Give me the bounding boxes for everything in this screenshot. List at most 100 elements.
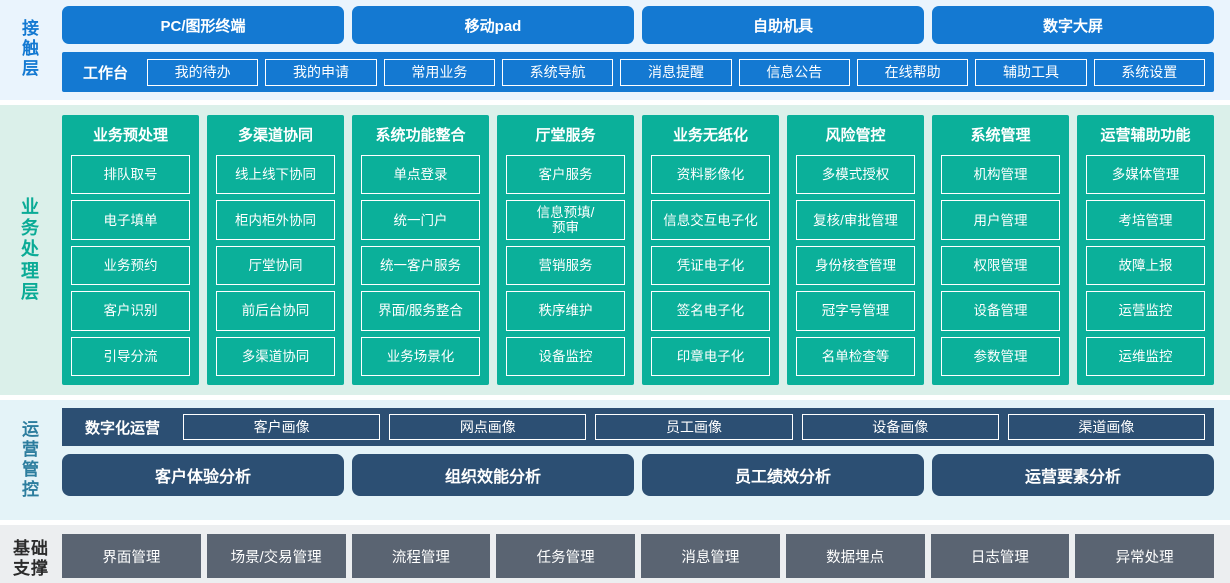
portrait-chips: 客户画像网点画像员工画像设备画像渠道画像 [183, 414, 1206, 440]
foundation-layer-label-char-1: 支撑 [13, 559, 49, 578]
business-item[interactable]: 信息预填/ 预审 [506, 200, 625, 240]
operations-layer-label-char-2: 管 [22, 460, 40, 479]
workbench-item[interactable]: 我的待办 [147, 58, 259, 86]
business-item[interactable]: 设备管理 [941, 291, 1060, 331]
workbench-title: 工作台 [83, 64, 129, 82]
business-item[interactable]: 业务场景化 [361, 336, 480, 377]
portrait-chip[interactable]: 员工画像 [595, 414, 793, 440]
analytics-card[interactable]: 组织效能分析 [352, 454, 634, 496]
business-item[interactable]: 信息交互电子化 [651, 200, 770, 240]
business-item[interactable]: 秩序维护 [506, 291, 625, 331]
business-item[interactable]: 资料影像化 [651, 155, 770, 195]
business-item[interactable]: 权限管理 [941, 245, 1060, 286]
workbench-item[interactable]: 我的申请 [265, 58, 377, 86]
business-item[interactable]: 凭证电子化 [651, 245, 770, 286]
business-item[interactable]: 签名电子化 [651, 291, 770, 331]
business-item[interactable]: 单点登录 [361, 155, 480, 195]
foundation-item[interactable]: 任务管理 [496, 534, 635, 578]
business-item[interactable]: 印章电子化 [651, 336, 770, 377]
business-item[interactable]: 冠字号管理 [796, 291, 915, 331]
business-layer: 业务处理层 业务预处理排队取号电子填单业务预约客户识别引导分流多渠道协同线上线下… [0, 105, 1230, 395]
business-layer-label-char-4: 层 [21, 281, 41, 302]
business-item[interactable]: 运营监控 [1086, 291, 1205, 331]
business-item[interactable]: 机构管理 [941, 155, 1060, 195]
portrait-chip[interactable]: 客户画像 [183, 414, 381, 440]
business-layer-label-char-3: 理 [21, 260, 41, 281]
operations-layer-label-char-1: 营 [22, 439, 40, 459]
business-column: 业务无纸化资料影像化信息交互电子化凭证电子化签名电子化印章电子化 [642, 115, 779, 385]
operations-layer: 运营管控 数字化运营 客户画像网点画像员工画像设备画像渠道画像 客户体验分析组织… [0, 400, 1230, 520]
workbench-item[interactable]: 在线帮助 [856, 58, 969, 86]
business-layer-label-char-2: 处 [21, 239, 41, 260]
foundation-item[interactable]: 消息管理 [641, 534, 780, 578]
business-item[interactable]: 名单检查等 [796, 336, 915, 377]
business-column: 运营辅助功能多媒体管理考培管理故障上报运营监控运维监控 [1077, 115, 1214, 385]
business-item[interactable]: 前后台协同 [216, 291, 335, 331]
business-item[interactable]: 统一门户 [361, 200, 480, 240]
business-item[interactable]: 多渠道协同 [216, 336, 335, 377]
business-item[interactable]: 客户服务 [506, 155, 625, 195]
business-columns: 业务预处理排队取号电子填单业务预约客户识别引导分流多渠道协同 线上线下协同柜内柜外… [62, 115, 1230, 385]
operations-layer-label-char-0: 运 [22, 419, 40, 439]
foundation-layer-body: 界面管理场景/交易管理流程管理任务管理消息管理数据埋点日志管理异常处理 [62, 534, 1230, 583]
business-item[interactable]: 营销服务 [506, 245, 625, 286]
business-item[interactable]: 多媒体管理 [1086, 155, 1205, 195]
business-item[interactable]: 柜内柜外协同 [216, 200, 335, 240]
business-item[interactable]: 考培管理 [1086, 200, 1205, 240]
foundation-layer-label: 基础支撑 [0, 534, 62, 583]
business-item[interactable]: 多模式授权 [796, 155, 915, 195]
contact-layer-label-char-0: 接 [22, 18, 40, 38]
portrait-chip[interactable]: 设备画像 [801, 414, 999, 440]
business-item[interactable]: 客户识别 [71, 291, 190, 331]
business-item[interactable]: 引导分流 [71, 336, 190, 377]
business-item[interactable]: 复核/审批管理 [796, 200, 915, 240]
foundation-item[interactable]: 数据埋点 [785, 534, 925, 578]
analytics-card[interactable]: 客户体验分析 [62, 454, 344, 496]
business-column: 厅堂服务客户服务信息预填/ 预审营销服务秩序维护设备监控 [497, 115, 634, 385]
business-item[interactable]: 设备监控 [506, 336, 625, 377]
band-divider-1 [0, 100, 1230, 105]
channel-card[interactable]: 自助机具 [642, 6, 924, 44]
portrait-chip[interactable]: 网点画像 [389, 414, 587, 440]
channel-card[interactable]: PC/图形终端 [62, 6, 344, 44]
business-item[interactable]: 电子填单 [71, 200, 190, 240]
business-item[interactable]: 业务预约 [71, 245, 190, 286]
workbench-item[interactable]: 消息提醒 [620, 58, 732, 86]
business-column-title: 系统管理 [970, 127, 1031, 144]
foundation-item[interactable]: 场景/交易管理 [206, 534, 346, 578]
workbench-item[interactable]: 信息公告 [738, 58, 850, 86]
band-divider-3 [0, 520, 1230, 525]
workbench-item[interactable]: 系统设置 [1093, 58, 1205, 86]
business-item[interactable]: 统一客户服务 [361, 245, 480, 286]
workbench-item[interactable]: 常用业务 [383, 58, 495, 86]
foundation-item[interactable]: 异常处理 [1075, 534, 1214, 578]
business-item[interactable]: 用户管理 [941, 200, 1060, 240]
business-column-title: 风险管控 [825, 127, 886, 144]
business-item[interactable]: 身份核查管理 [796, 245, 915, 286]
channel-card[interactable]: 移动pad [352, 6, 634, 44]
workbench-item[interactable]: 系统导航 [502, 58, 614, 86]
workbench-item[interactable]: 辅助工具 [975, 58, 1087, 86]
analytics-row: 客户体验分析组织效能分析员工绩效分析运营要素分析 [62, 454, 1214, 496]
business-item[interactable]: 运维监控 [1086, 336, 1205, 377]
business-column-title: 业务预处理 [92, 127, 168, 144]
foundation-item[interactable]: 日志管理 [930, 534, 1070, 578]
business-layer-label-char-1: 务 [21, 218, 41, 239]
contact-layer-label-char-2: 层 [22, 59, 40, 79]
foundation-item[interactable]: 界面管理 [62, 534, 201, 578]
business-item[interactable]: 参数管理 [941, 336, 1060, 377]
analytics-card[interactable]: 运营要素分析 [932, 454, 1214, 496]
business-item[interactable]: 厅堂协同 [216, 245, 335, 286]
business-item[interactable]: 线上线下协同 [216, 155, 335, 195]
business-column: 业务预处理排队取号电子填单业务预约客户识别引导分流 [62, 115, 199, 385]
business-item[interactable]: 排队取号 [71, 155, 190, 195]
channel-card[interactable]: 数字大屏 [932, 6, 1214, 44]
business-column: 多渠道协同线上线下协同柜内柜外协同厅堂协同前后台协同多渠道协同 [207, 115, 344, 385]
portrait-chip[interactable]: 渠道画像 [1007, 414, 1206, 440]
business-item[interactable]: 故障上报 [1086, 245, 1205, 286]
foundation-item[interactable]: 流程管理 [351, 534, 491, 578]
business-item[interactable]: 界面/服务整合 [361, 291, 480, 331]
analytics-card[interactable]: 员工绩效分析 [642, 454, 924, 496]
